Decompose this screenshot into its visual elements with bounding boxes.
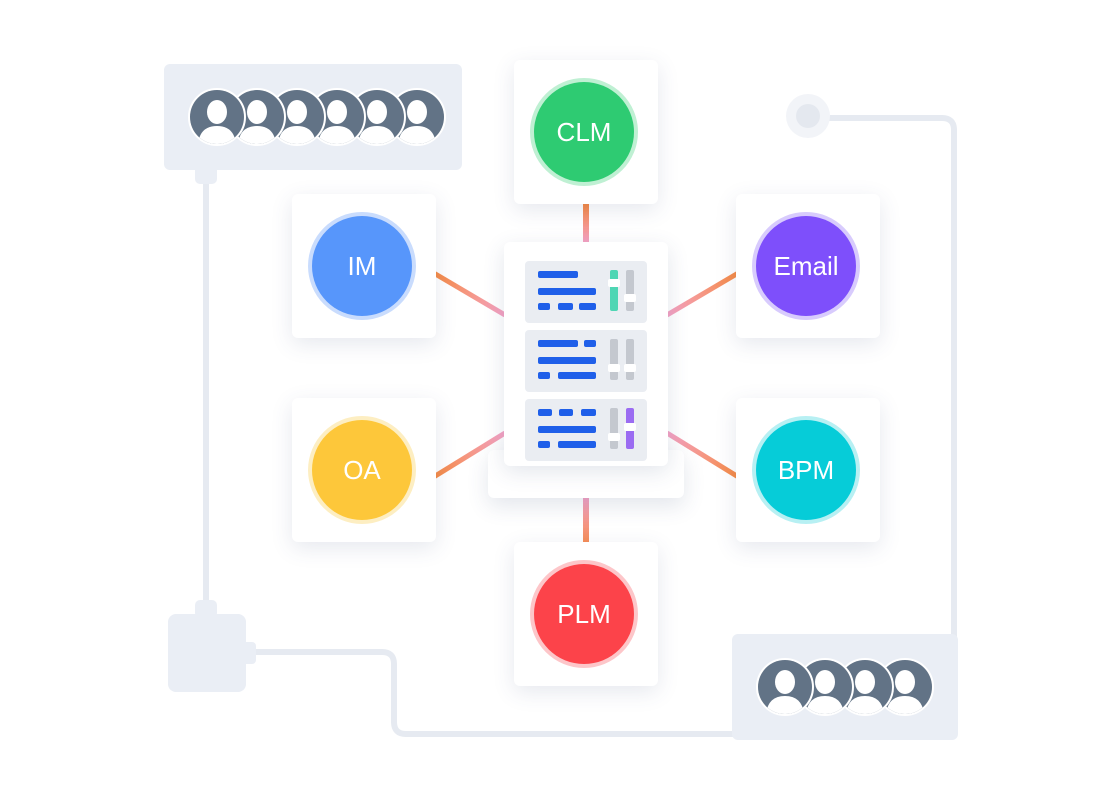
- user-icon: [308, 88, 366, 146]
- link-oa: [430, 430, 507, 481]
- connector-knob-right: [242, 642, 256, 664]
- connector-knob-top: [195, 600, 217, 618]
- user-icon: [756, 658, 814, 716]
- server-row: [525, 399, 647, 461]
- server-row-2-graphic: [538, 339, 636, 380]
- oa-label: OA: [343, 454, 381, 485]
- node-card-oa[interactable]: OA: [292, 398, 436, 542]
- link-email: [665, 269, 742, 318]
- wire-right: [808, 115, 957, 640]
- user-group-top-left: [164, 64, 462, 170]
- node-card-bpm[interactable]: BPM: [736, 398, 880, 542]
- node-card-im[interactable]: IM: [292, 194, 436, 338]
- avatar-row: [188, 88, 448, 146]
- link-im: [430, 269, 507, 318]
- node-card-plm[interactable]: PLM: [514, 542, 658, 686]
- email-node: Email: [756, 216, 856, 316]
- email-label: Email: [773, 250, 839, 281]
- link-bpm: [665, 430, 742, 481]
- server-row: [525, 261, 647, 323]
- server-row: [525, 330, 647, 392]
- wire-end-dot: [796, 104, 820, 128]
- avatar-row: [756, 658, 946, 716]
- node-card-email[interactable]: Email: [736, 194, 880, 338]
- server-row-3-graphic: [538, 408, 636, 449]
- user-icon: [188, 88, 246, 146]
- bpm-node: BPM: [756, 420, 856, 520]
- connector-block: [168, 614, 246, 692]
- wire-bottom: [248, 649, 736, 737]
- bpm-label: BPM: [777, 454, 835, 485]
- user-group-bottom-right: [732, 634, 958, 740]
- plm-node: PLM: [534, 564, 634, 664]
- plm-label: PLM: [557, 598, 611, 629]
- clm-label: CLM: [556, 116, 612, 147]
- server-row-1-graphic: [538, 270, 636, 311]
- im-node: IM: [312, 216, 412, 316]
- node-card-clm[interactable]: CLM: [514, 60, 658, 204]
- oa-node: OA: [312, 420, 412, 520]
- clm-node: CLM: [534, 82, 634, 182]
- im-label: IM: [347, 250, 377, 281]
